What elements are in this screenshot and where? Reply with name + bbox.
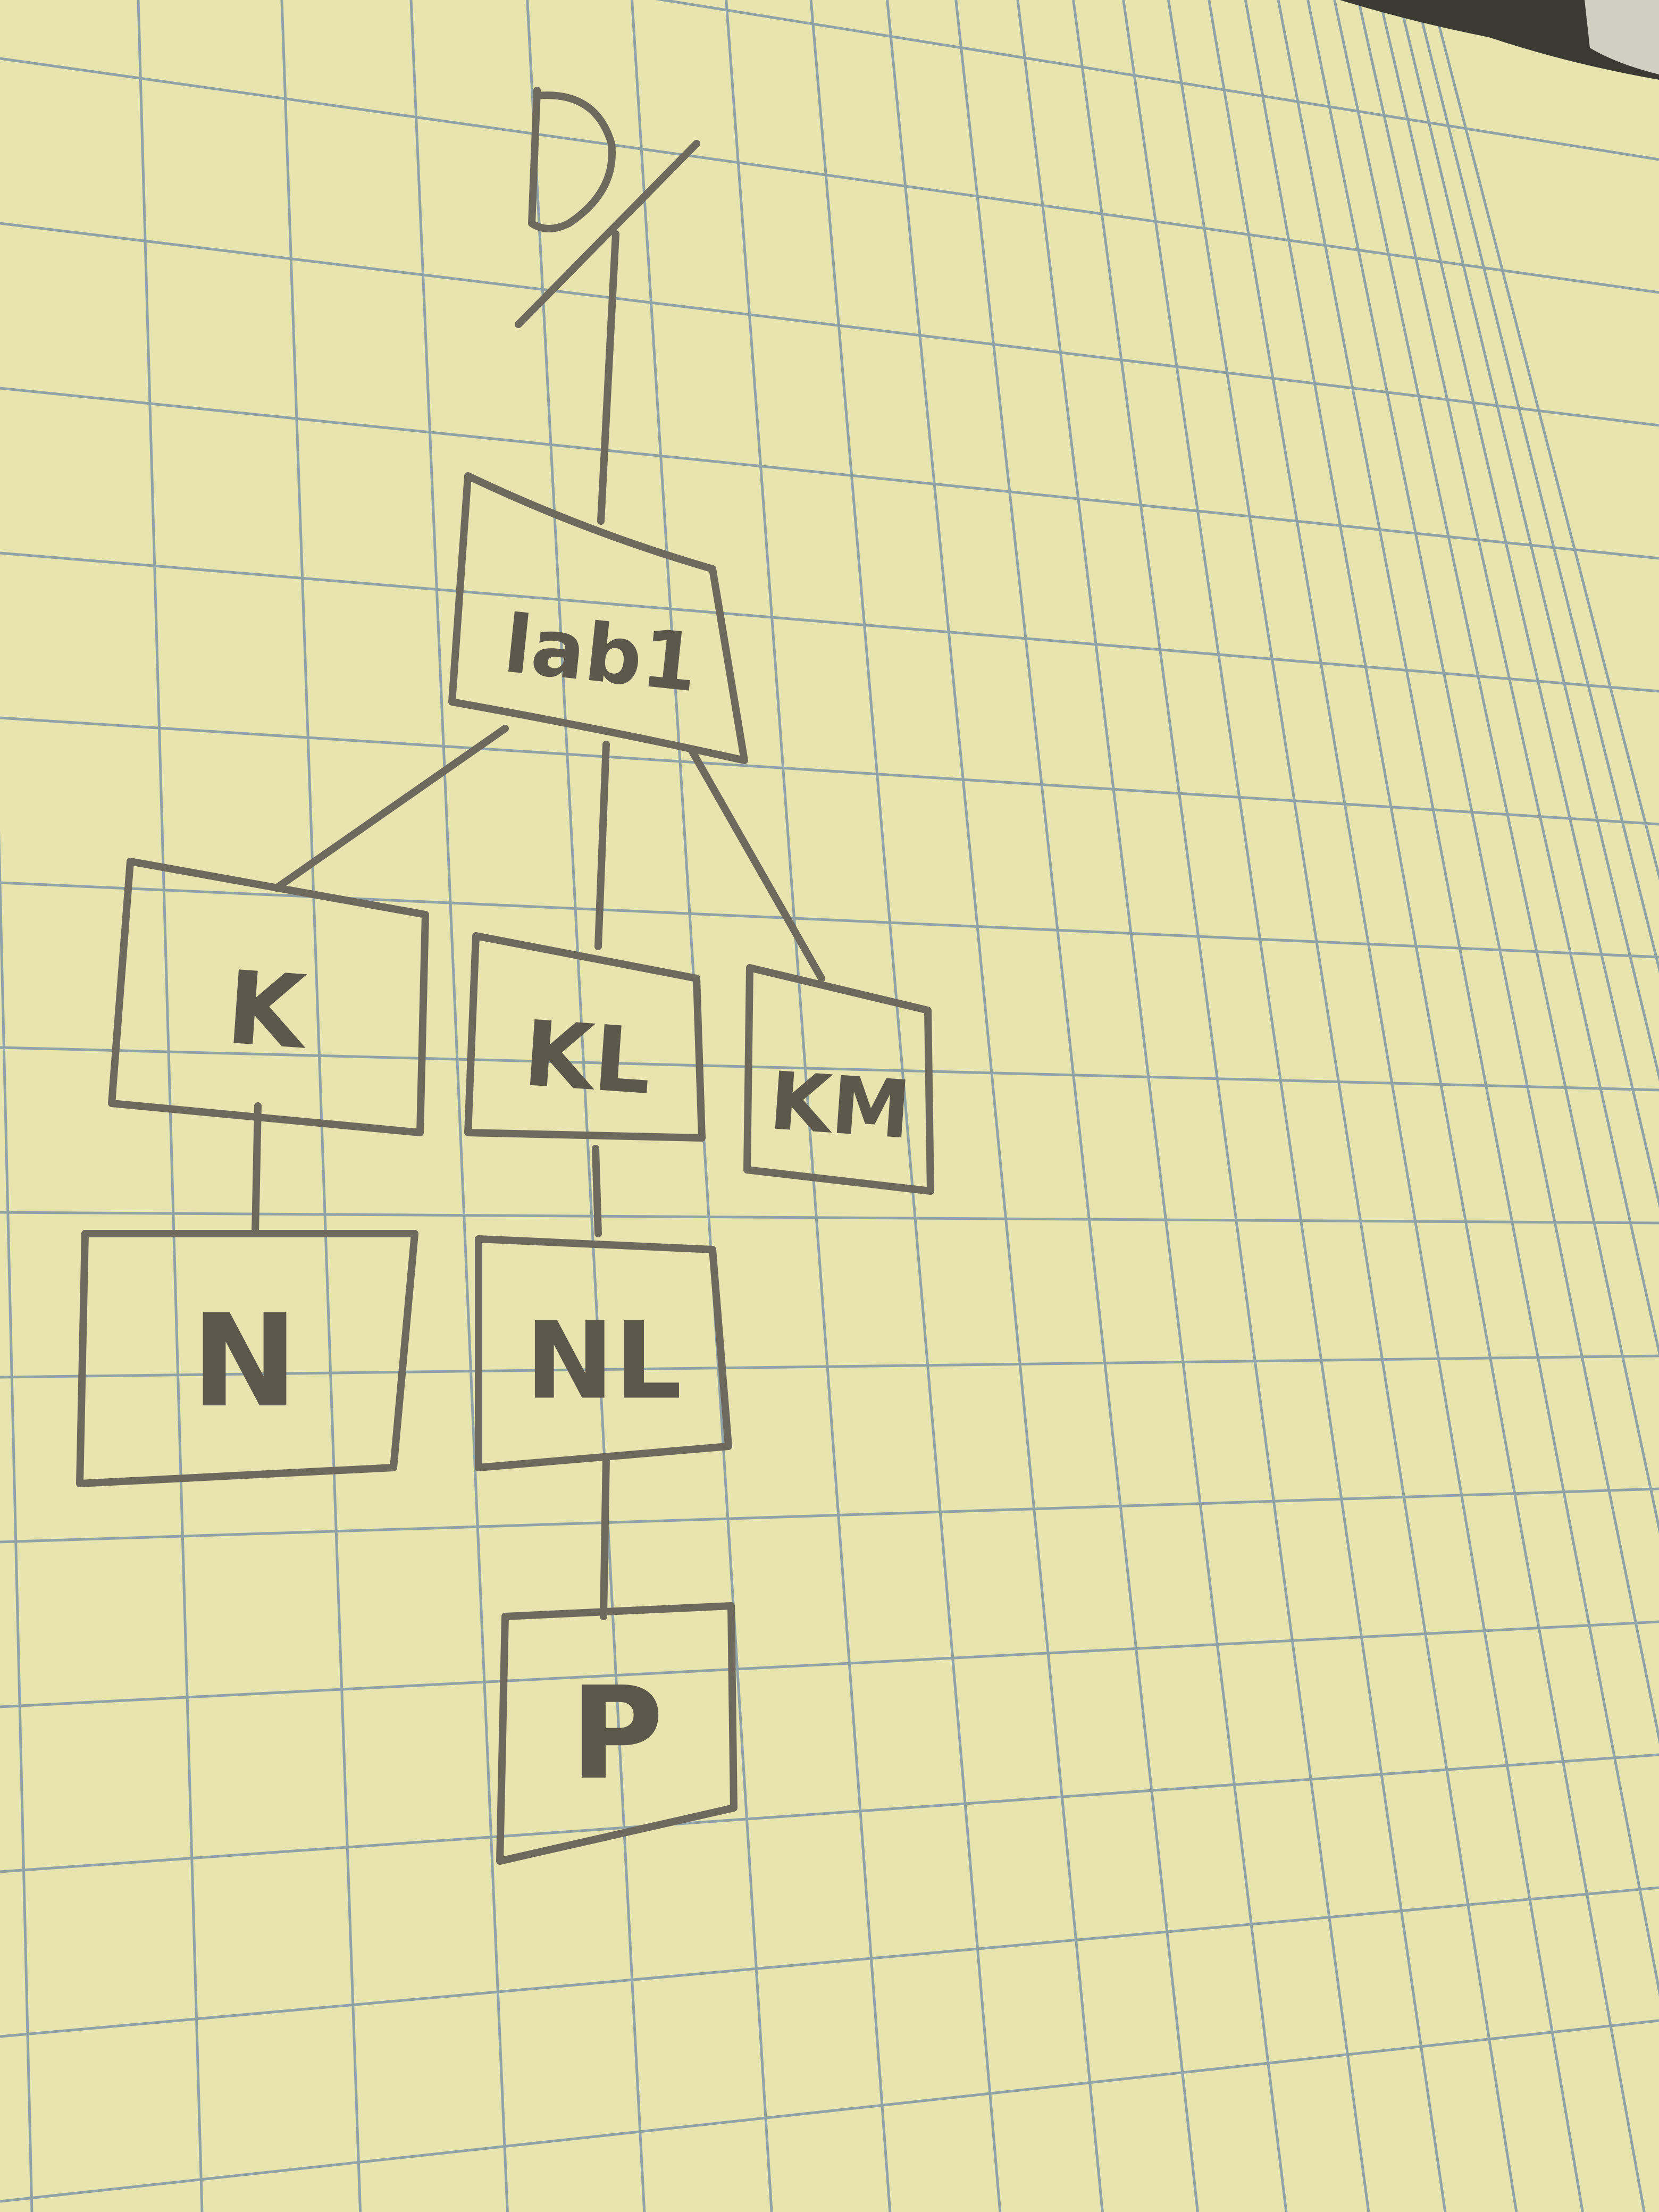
grid-line-vertical [1072,0,1370,2212]
grid-line-vertical [0,829,33,2212]
grid-line-vertical [1415,0,1659,974]
node-lab1: lab1 [448,472,748,764]
grid-line-vertical [1398,0,1659,1082]
node-lab1-label: lab1 [500,598,702,710]
node-n-label: N [191,1287,298,1436]
grid-line-horizontal [0,1354,1659,1379]
grid-line-horizontal [0,1487,1659,1544]
edge-d-lab1 [597,230,619,525]
grid-line-vertical [409,0,509,2212]
edge-nl-p [600,1453,610,1620]
root-label: D [575,153,584,166]
grid-line-horizontal [0,222,1659,427]
grid-line-vertical [725,0,892,2212]
grid-line-vertical [526,0,646,2212]
edge-k-n [252,1102,262,1237]
grid-line-horizontal [655,0,1659,161]
node-n: N [76,1230,418,1487]
grid-line-horizontal [0,1753,1659,1873]
tree-edges [252,230,825,1620]
grid-line-horizontal [0,1886,1659,2038]
root-node-crossed-out: D [515,87,700,328]
grid-line-vertical [1333,0,1659,1535]
node-k-label: K [223,949,312,1072]
grid-line-vertical [1122,0,1447,2212]
grid-line-vertical [1378,0,1659,1209]
node-p: P [496,1602,738,1865]
grid-line-horizontal [0,716,1659,826]
grid-line-vertical [1208,0,1584,2212]
grid-line-horizontal [0,2019,1659,2203]
cross-out-stroke [515,140,700,328]
grid-line-vertical [1016,0,1288,2212]
corner-object [1340,0,1659,80]
node-nl-label: NL [525,1300,682,1423]
node-kl: KL [464,932,706,1142]
node-nl: NL [475,1235,732,1471]
grid-line-horizontal [0,387,1659,560]
grid-line-vertical [280,0,362,2212]
edge-lab1-k [273,725,509,892]
grid-line-vertical [809,0,1002,2212]
node-p-label: P [570,1659,664,1808]
edge-lab1-kl [594,741,610,950]
grid-line-vertical [1357,0,1659,1358]
grid-line-vertical [1431,0,1659,881]
edge-kl-nl [592,1145,602,1237]
grid-line-vertical [1244,0,1646,2212]
grid-line-horizontal [0,1046,1659,1092]
edge-lab1-km [688,746,825,982]
grid-line-vertical [954,0,1199,2212]
grid-line-horizontal [0,1211,1659,1225]
grid-line-vertical [886,0,1104,2212]
grid-line-vertical [1306,0,1659,1745]
grid-line-horizontal [0,551,1659,693]
grid-line-horizontal [0,1620,1659,1708]
node-k: K [108,858,429,1136]
grid-line-vertical [1167,0,1518,2212]
node-km-label: KM [766,1055,914,1157]
node-km: KM [743,964,934,1195]
grid-line-vertical [1277,0,1659,1997]
node-kl-label: KL [520,1001,655,1115]
grid-line-horizontal [0,57,1659,294]
grid-line-horizontal [0,881,1659,959]
